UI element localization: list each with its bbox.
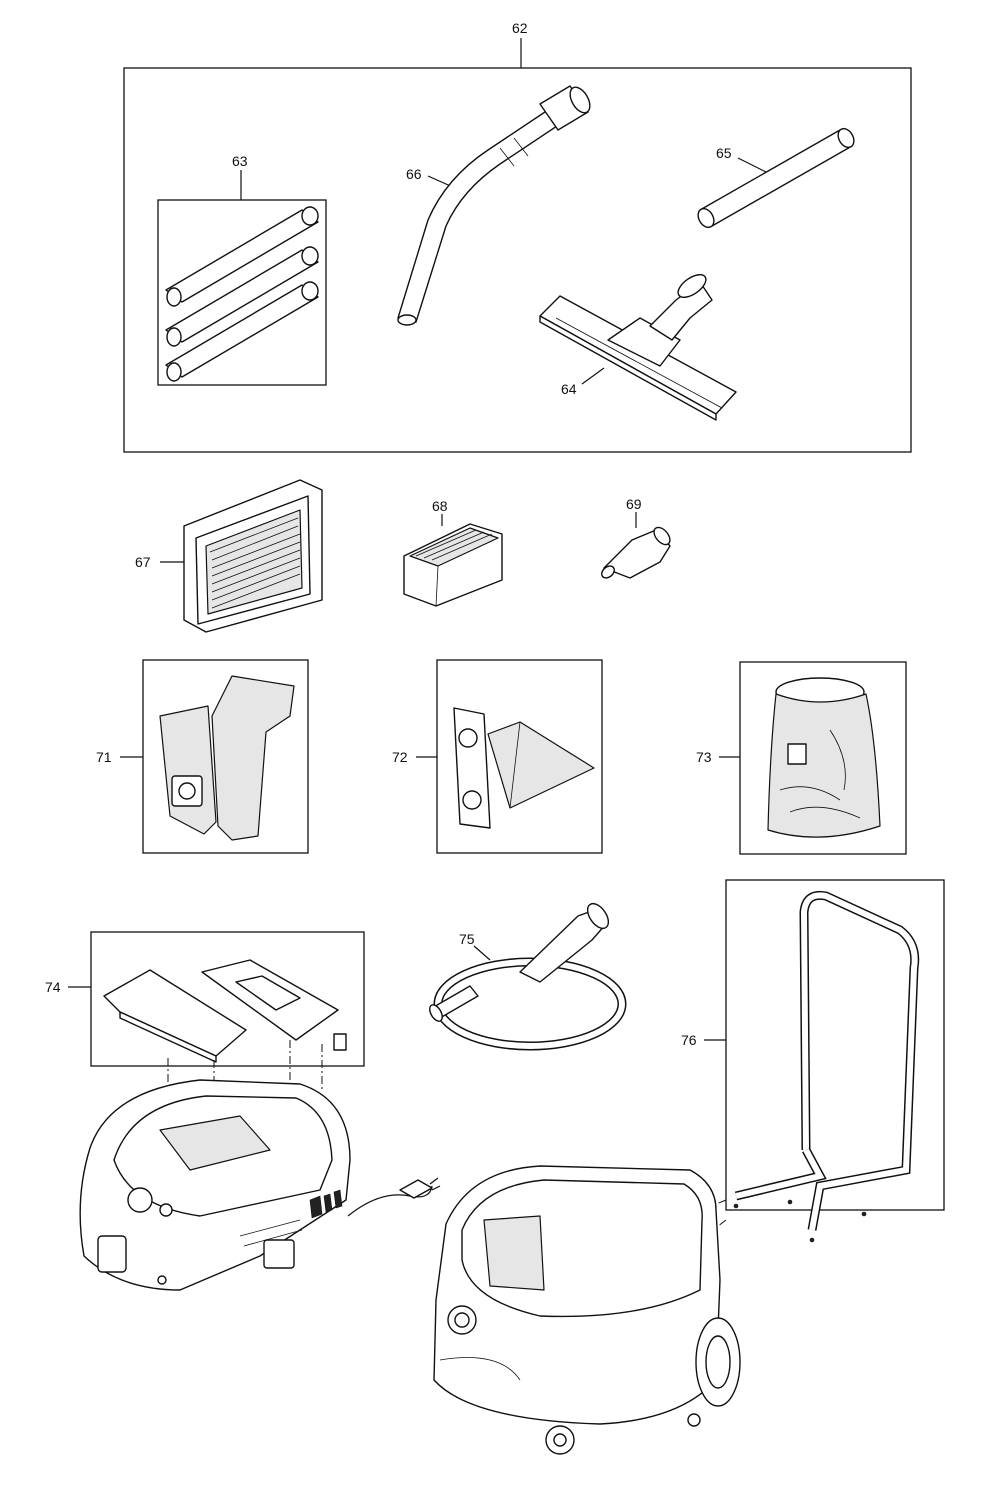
callout-76: 76 bbox=[681, 1032, 697, 1048]
extension-tube-icon bbox=[165, 246, 319, 347]
callout-72: 72 bbox=[392, 749, 408, 765]
callout-71: 71 bbox=[96, 749, 112, 765]
disposal-bag-icon bbox=[767, 677, 881, 838]
extension-tube-icon bbox=[165, 281, 319, 382]
callout-74: 74 bbox=[45, 979, 61, 995]
vacuum-container-icon bbox=[433, 1165, 741, 1455]
extension-tube-icon bbox=[165, 206, 319, 307]
accessory-kit-box bbox=[123, 67, 912, 453]
callout-62: 62 bbox=[512, 20, 528, 36]
filter-panel-icon bbox=[183, 479, 323, 633]
vacuum-head-icon bbox=[79, 1079, 351, 1291]
small-filter-icon bbox=[403, 523, 503, 607]
straight-tube-icon bbox=[697, 127, 855, 229]
cover-parts-box bbox=[90, 931, 365, 1067]
collector-plate-icon bbox=[453, 707, 595, 829]
dust-bag-icon bbox=[159, 675, 295, 841]
extension-tubes-box bbox=[157, 199, 327, 386]
suction-hose-icon bbox=[429, 902, 627, 1051]
callout-64: 64 bbox=[561, 381, 577, 397]
floor-nozzle-icon bbox=[539, 274, 737, 421]
callout-66: 66 bbox=[406, 166, 422, 182]
callout-63: 63 bbox=[232, 153, 248, 169]
hose-adapter-icon bbox=[601, 526, 671, 579]
handle-tube-icon bbox=[397, 85, 591, 326]
handle-box bbox=[725, 879, 945, 1211]
callout-65: 65 bbox=[716, 145, 732, 161]
callout-75: 75 bbox=[459, 931, 475, 947]
accessory-kit-group: 62 63 66 bbox=[123, 20, 912, 453]
callout-69: 69 bbox=[626, 496, 642, 512]
power-cord-icon bbox=[347, 1177, 441, 1217]
callout-68: 68 bbox=[432, 498, 448, 514]
callout-73: 73 bbox=[696, 749, 712, 765]
cover-parts-icon bbox=[103, 959, 347, 1063]
callout-67: 67 bbox=[135, 554, 151, 570]
push-handle-icon bbox=[733, 890, 920, 1243]
disposal-bag-box bbox=[739, 661, 907, 855]
